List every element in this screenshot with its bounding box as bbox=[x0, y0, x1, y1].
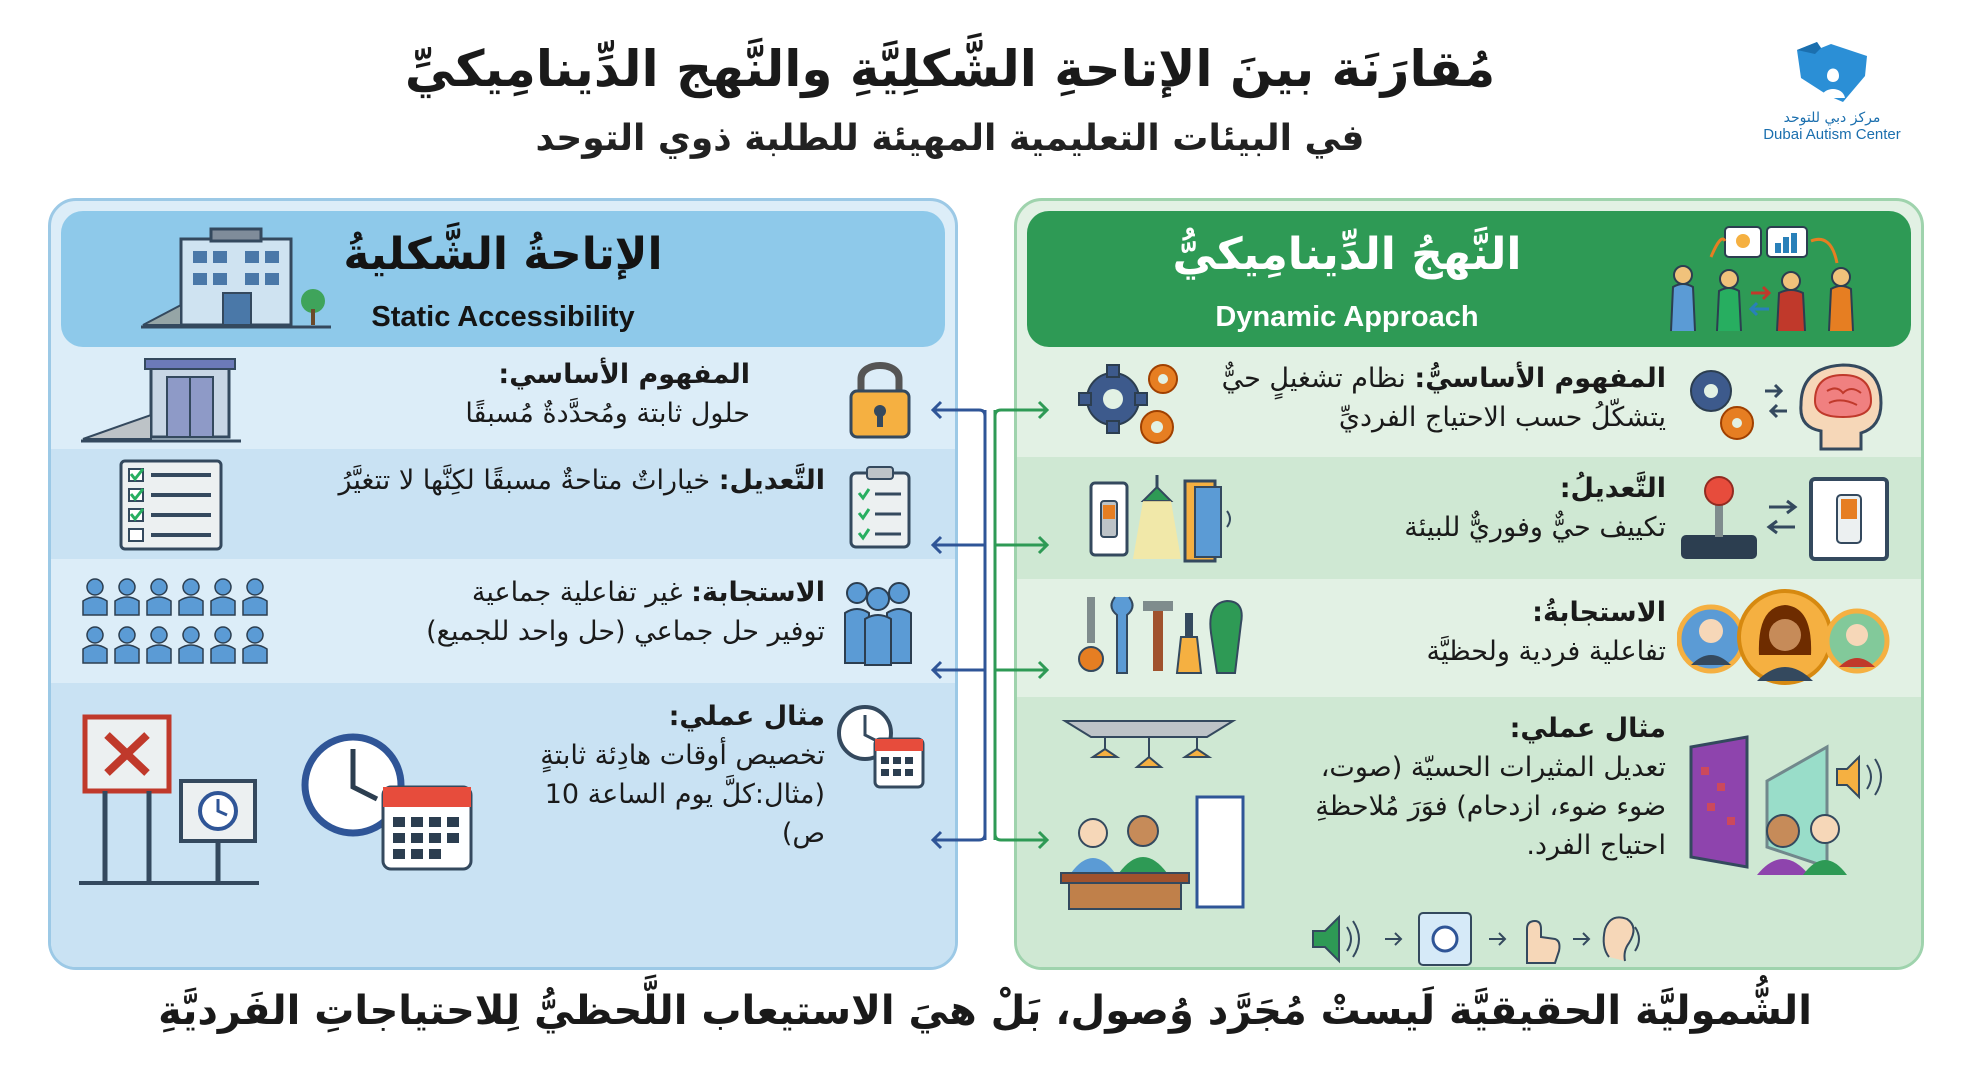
static-example-label: مثال عملي: bbox=[668, 701, 825, 732]
dynamic-modification-label: التَّعديلُ: bbox=[1559, 473, 1666, 504]
static-response-label: الاستجابة: bbox=[691, 577, 825, 608]
static-response-detail: توفير حل جماعي (حل واحد للجميع) bbox=[426, 616, 825, 648]
clipboard-checklist-icon bbox=[849, 466, 911, 549]
arrow-left-modification bbox=[930, 535, 985, 555]
dynamic-panel-header: النَّهجُ الدِّينامِيكيُّ Dynamic Approac… bbox=[1027, 211, 1911, 347]
brain-gears-icon bbox=[1690, 363, 1883, 451]
static-row-response: الاستجابة: غير تفاعلية جماعية توفير حل ج… bbox=[51, 559, 955, 683]
arrow-right-concept bbox=[993, 400, 1050, 420]
logo-english-text: Dubai Autism Center bbox=[1763, 126, 1901, 143]
static-row-modification: التَّعديل: خياراتٌ متاحةٌ مسبقًا لكِنَّه… bbox=[51, 449, 955, 559]
lock-icon bbox=[849, 362, 911, 439]
dynamic-response-label: الاستجابةُ: bbox=[1532, 597, 1666, 628]
static-accessibility-panel: الإتاحةُ الشَّكليةُ Static Accessibility bbox=[48, 198, 958, 970]
arrow-right-example bbox=[993, 830, 1050, 850]
arrow-left-response bbox=[930, 660, 985, 680]
static-title-arabic: الإتاحةُ الشَّكليةُ bbox=[343, 229, 663, 280]
switch-lamp-door-icon bbox=[1089, 475, 1231, 563]
school-building-icon bbox=[141, 227, 331, 329]
arrow-left-example bbox=[930, 830, 987, 850]
arrow-left-concept bbox=[930, 400, 987, 420]
arrow-right-response bbox=[995, 660, 1050, 680]
team-collaboration-icon bbox=[1670, 226, 1854, 332]
comparison-arrows bbox=[930, 400, 1050, 850]
dynamic-concept-text: نظام تشغيلٍ حيٌّ يتشكّلُ حسب الاحتياج ال… bbox=[1221, 363, 1666, 434]
dynamic-concept-label: المفهوم الأساسيُّ: bbox=[1414, 363, 1666, 394]
sensory-room-icon bbox=[1060, 720, 1245, 910]
gears-icon bbox=[1078, 364, 1178, 444]
dynamic-example-label: مثال عملي: bbox=[1509, 713, 1666, 744]
dynamic-approach-panel: النَّهجُ الدِّينامِيكيُّ Dynamic Approac… bbox=[1014, 198, 1924, 970]
static-modification-label: التَّعديل: bbox=[718, 465, 825, 496]
static-example-text: تخصيص أوقات هادِئة ثابتةٍ (مثال:كلَّ يوم… bbox=[540, 740, 825, 850]
page-title: مُقارَنَة بينَ الإتاحةِ الشَّكلِيَّةِ وا… bbox=[404, 40, 1496, 98]
joystick-switch-icon bbox=[1681, 476, 1889, 561]
dynamic-title-arabic: النَّهجُ الدِّينامِيكيُّ bbox=[1172, 229, 1522, 280]
group-people-icon bbox=[844, 582, 912, 666]
dynamic-row-example: مثال عملي: تعديل المثيرات الحسيّة (صوت، … bbox=[1017, 697, 1921, 967]
clock-calendar-icon bbox=[837, 705, 925, 789]
static-row-example: مثال عملي: تخصيص أوقات هادِئة ثابتةٍ (مث… bbox=[51, 683, 955, 967]
static-concept-label: المفهوم الأساسي: bbox=[498, 359, 750, 390]
dynamic-response-text: تفاعلية فردية ولحظيَّة bbox=[1426, 636, 1666, 668]
dubai-autism-center-logo: مركز دبي للتوحد Dubai Autism Center bbox=[1752, 36, 1912, 166]
dynamic-row-modification: التَّعديلُ: تكييف حيٌّ وفوريٌّ للبيئة bbox=[1017, 457, 1921, 579]
sensory-flow-icon bbox=[1312, 912, 1640, 966]
dynamic-title-english: Dynamic Approach bbox=[1215, 301, 1479, 333]
individual-faces-icon bbox=[1677, 589, 1890, 685]
static-concept-text: حلول ثابتة ومُحدَّدةٌ مُسبقًا bbox=[465, 398, 750, 430]
static-row-concept: المفهوم الأساسي: حلول ثابتة ومُحدَّدةٌ م… bbox=[51, 347, 955, 449]
wall-clock-calendar-icon bbox=[301, 733, 473, 871]
dynamic-example-text: تعديل المثيرات الحسيّة (صوت، ضوء ضوء، از… bbox=[1315, 752, 1666, 862]
no-entry-sign-clock-icon bbox=[79, 714, 259, 885]
static-panel-header: الإتاحةُ الشَّكليةُ Static Accessibility bbox=[61, 211, 945, 347]
page-subtitle: في البيئات التعليمية المهيئة للطلبة ذوي … bbox=[535, 118, 1365, 159]
ramp-door-icon bbox=[81, 358, 241, 443]
arrow-right-modification bbox=[995, 535, 1050, 555]
footer-statement: الشُّموليَّة الحقيقيَّة لَيستْ مُجَرَّد … bbox=[158, 988, 1812, 1034]
dynamic-modification-text: تكييف حيٌّ وفوريٌّ للبيئة bbox=[1404, 512, 1666, 544]
crowd-group-icon bbox=[82, 578, 268, 664]
light-sound-panels-icon bbox=[1689, 735, 1882, 875]
static-response-text: غير تفاعلية جماعية bbox=[471, 577, 683, 608]
static-modification-text: خياراتٌ متاحةٌ مسبقًا لكِنَّها لا تتغيَّ… bbox=[338, 465, 711, 496]
dynamic-row-response: الاستجابةُ: تفاعلية فردية ولحظيَّة bbox=[1017, 579, 1921, 697]
logo-arabic-text: مركز دبي للتوحد bbox=[1783, 110, 1881, 126]
static-title-english: Static Accessibility bbox=[371, 301, 635, 333]
adaptive-tools-icon bbox=[1078, 596, 1243, 674]
dynamic-row-concept: المفهوم الأساسيُّ: نظام تشغيلٍ حيٌّ يتشك… bbox=[1017, 347, 1921, 457]
logo-puzzle-icon bbox=[1797, 42, 1867, 102]
checklist-board-icon bbox=[119, 459, 223, 551]
